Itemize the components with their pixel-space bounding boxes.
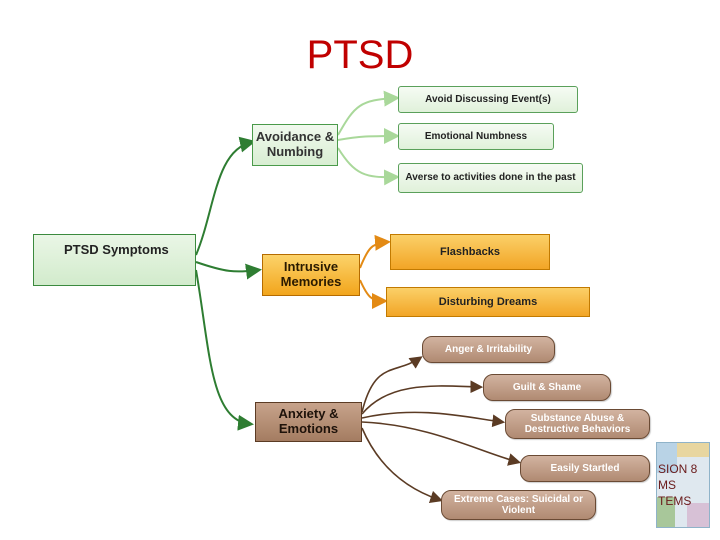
leaf-averse-activities: Averse to activities done in the past xyxy=(398,163,583,193)
leaf-label: Easily Startled xyxy=(550,462,620,474)
leaf-label: Substance Abuse & Destructive Behaviors xyxy=(524,412,631,436)
root-to-anxiety-arrow xyxy=(195,269,254,431)
root-to-intrusive-arrow xyxy=(195,261,262,280)
root-node: PTSD Symptoms xyxy=(33,234,196,286)
anxiety-to-leaf2-arrow xyxy=(361,380,484,415)
leaf-label: Averse to activities done in the past xyxy=(405,172,576,184)
anxiety-to-leaf4-arrow xyxy=(361,421,522,466)
leaf-label: Flashbacks xyxy=(440,245,500,258)
anxiety-to-leaf3-arrow xyxy=(361,411,506,428)
intrusive-to-leaf2-arrow xyxy=(359,279,388,309)
leaf-guilt-shame: Guilt & Shame xyxy=(483,374,611,401)
leaf-substance-abuse: Substance Abuse & Destructive Behaviors xyxy=(505,409,650,439)
category-avoidance-numbing: Avoidance & Numbing xyxy=(252,124,338,166)
background-thumbnail-image xyxy=(656,442,710,528)
category-label: Anxiety & Emotions xyxy=(278,406,339,436)
leaf-label: Anger & Irritability xyxy=(444,343,533,355)
leaf-label: Extreme Cases: Suicidal or Violent xyxy=(454,493,583,517)
thumbnail-text-line: TEMS xyxy=(658,494,692,508)
leaf-label: Avoid Discussing Event(s) xyxy=(425,93,551,105)
leaf-easily-startled: Easily Startled xyxy=(520,455,650,482)
anxiety-to-leaf1-arrow xyxy=(361,356,423,413)
category-label: Intrusive Memories xyxy=(280,259,342,289)
leaf-disturbing-dreams: Disturbing Dreams xyxy=(386,287,590,317)
category-label: Avoidance & Numbing xyxy=(255,129,335,159)
avoidance-to-leaf1-arrow xyxy=(337,90,400,136)
leaf-label: Guilt & Shame xyxy=(512,381,582,393)
page-title: PTSD xyxy=(306,33,414,77)
leaf-label: Disturbing Dreams xyxy=(438,295,538,308)
leaf-anger-irritability: Anger & Irritability xyxy=(422,336,555,363)
root-label: PTSD Symptoms xyxy=(64,242,169,257)
root-to-avoidance-arrow xyxy=(195,136,256,256)
avoidance-to-leaf3-arrow xyxy=(337,147,400,186)
leaf-extreme-cases: Extreme Cases: Suicidal or Violent xyxy=(441,490,596,520)
avoidance-to-leaf2-arrow xyxy=(337,128,400,145)
leaf-label: Emotional Numbness xyxy=(424,130,528,142)
anxiety-to-leaf5-arrow xyxy=(361,427,444,504)
thumbnail-text-line: SION 8 xyxy=(658,462,698,476)
leaf-flashbacks: Flashbacks xyxy=(390,234,550,270)
category-intrusive-memories: Intrusive Memories xyxy=(262,254,360,296)
category-anxiety-emotions: Anxiety & Emotions xyxy=(255,402,362,442)
intrusive-to-leaf1-arrow xyxy=(359,234,391,269)
leaf-avoid-discussing: Avoid Discussing Event(s) xyxy=(398,86,578,113)
leaf-emotional-numbness: Emotional Numbness xyxy=(398,123,554,150)
thumbnail-text-line: MS xyxy=(658,478,676,492)
